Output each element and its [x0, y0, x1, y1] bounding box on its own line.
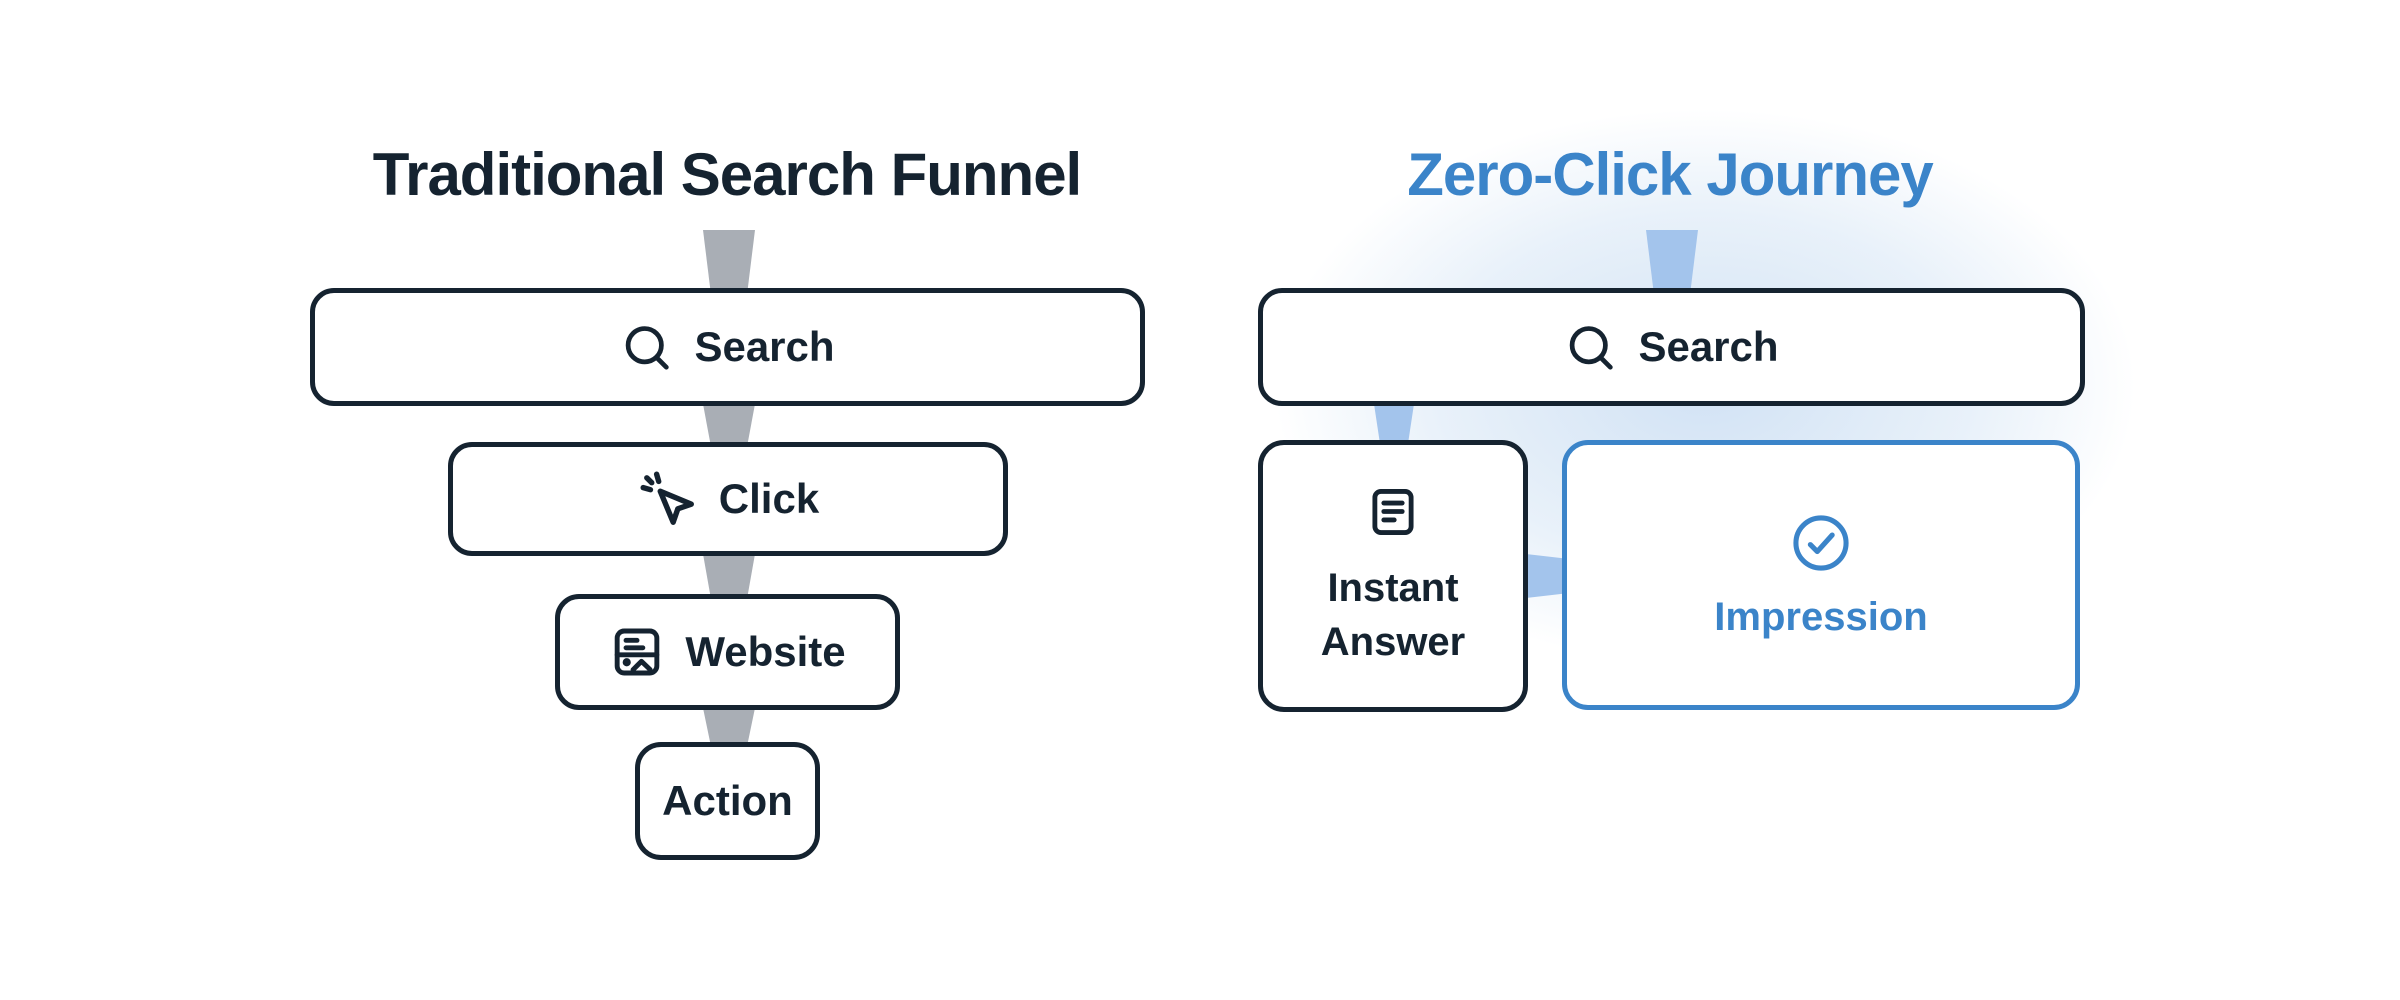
connector-search-to-instant-answer [1374, 404, 1414, 441]
step-label: Search [694, 323, 835, 370]
connector-click-to-website [703, 554, 755, 595]
funnel-step-action: Action [635, 742, 820, 860]
document-icon [1364, 483, 1422, 541]
connector-search-to-click [703, 404, 755, 443]
journey-node-search: Search [1258, 288, 2085, 406]
cursor-click-icon [637, 468, 699, 530]
search-icon [1564, 320, 1618, 374]
step-label: Website [685, 628, 846, 675]
node-label: Search [1638, 323, 1779, 370]
connector-instant-answer-to-impression [1526, 554, 1564, 598]
node-label: Instant Answer [1320, 566, 1466, 664]
check-circle-icon [1789, 511, 1853, 575]
connector-website-to-action [703, 708, 755, 743]
journey-node-instant-answer: Instant Answer [1258, 440, 1528, 712]
funnel-step-click: Click [448, 442, 1008, 556]
node-label: Impression [1714, 594, 1928, 639]
step-label: Action [662, 777, 793, 824]
left-title: Traditional Search Funnel [372, 141, 1082, 208]
search-icon [620, 320, 674, 374]
funnel-step-website: Website [555, 594, 900, 710]
journey-node-impression: Impression [1562, 440, 2080, 710]
step-label: Click [718, 475, 820, 522]
website-icon [609, 624, 665, 680]
funnel-step-search: Search [310, 288, 1145, 406]
connector-title-to-search-right [1646, 230, 1698, 289]
connector-title-to-search-left [703, 230, 755, 289]
right-title: Zero-Click Journey [1407, 141, 1934, 208]
